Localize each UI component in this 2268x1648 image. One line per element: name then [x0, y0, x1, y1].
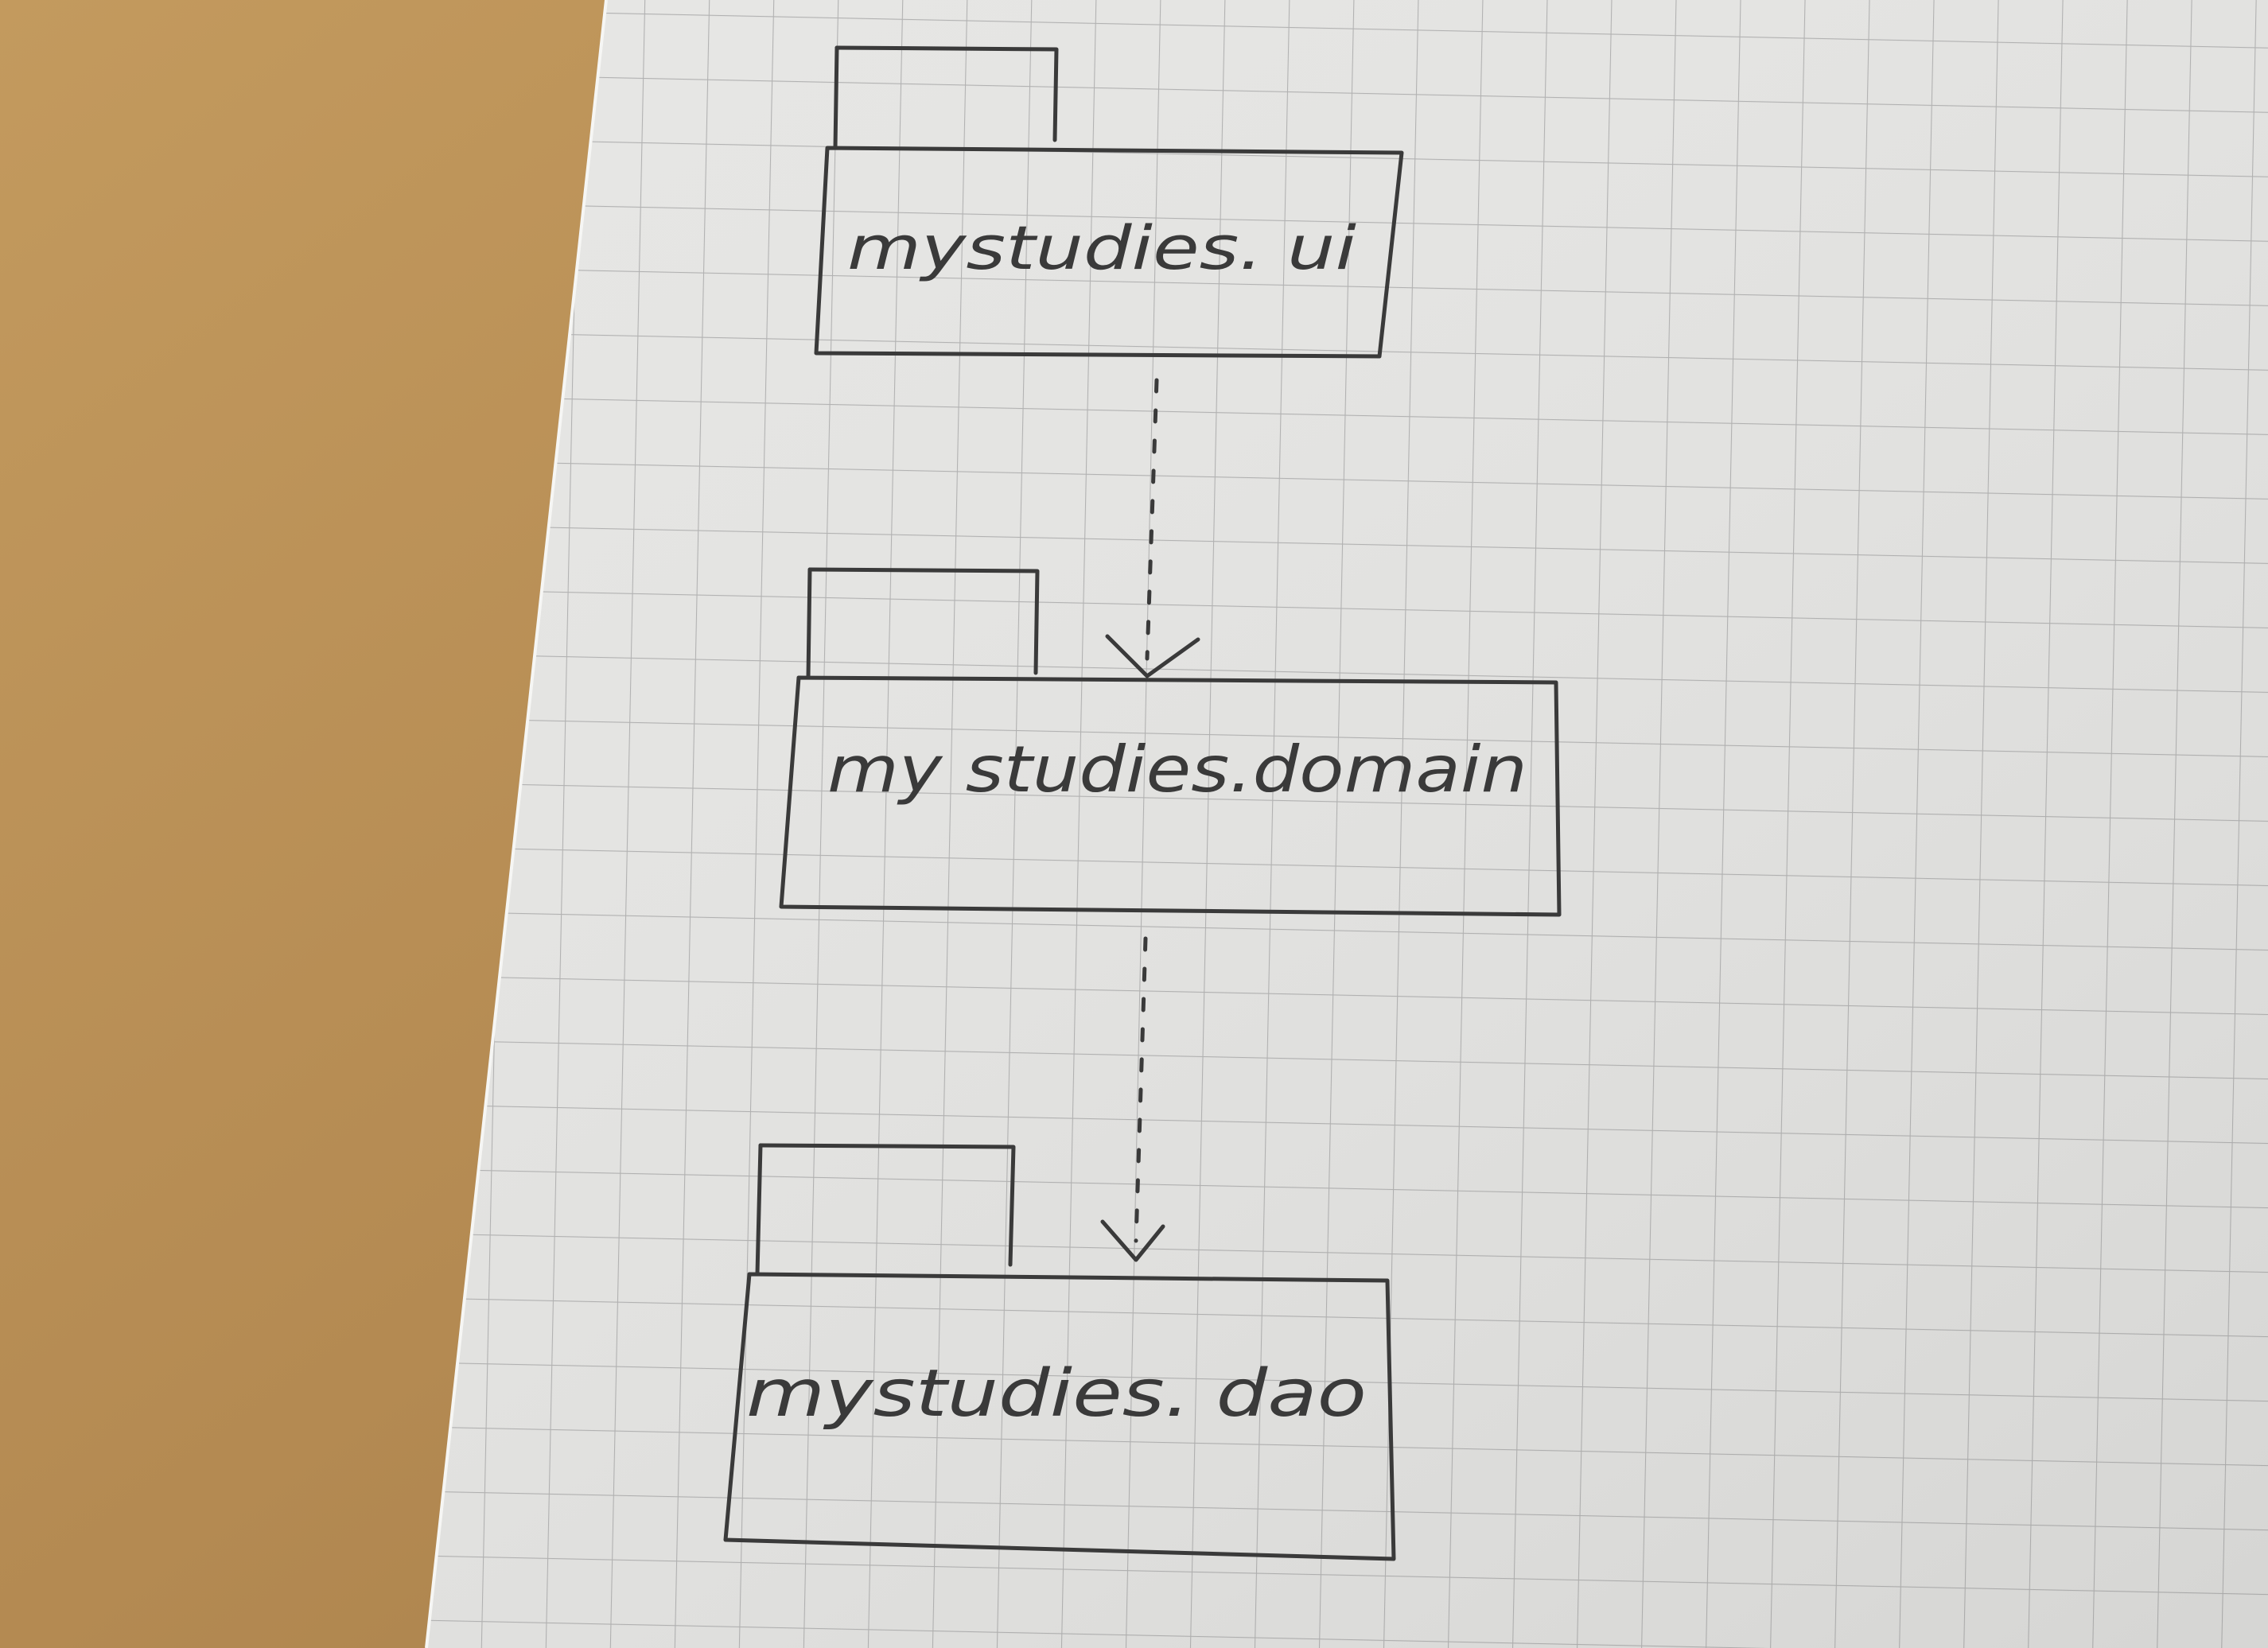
package-tab-side — [806, 567, 812, 680]
arrowhead — [1105, 634, 1200, 678]
package-tab — [758, 1143, 1016, 1267]
dependency-arrow-ui-to-domain — [1105, 378, 1200, 678]
package-mystudies-ui — [814, 45, 1404, 359]
package-label: mystudies. dao — [746, 1356, 1367, 1432]
package-body — [723, 1272, 1396, 1561]
arrowhead — [1100, 1219, 1165, 1262]
package-mystudies-domain — [779, 567, 1562, 917]
package-body — [779, 675, 1562, 917]
package-tab — [807, 567, 1040, 675]
package-tab-side — [755, 1143, 763, 1277]
package-mystudies-dao — [723, 1143, 1396, 1561]
package-label: my studies.domain — [827, 733, 1527, 807]
package-tab-side — [833, 45, 839, 150]
dependency-arrow-domain-to-dao — [1100, 936, 1165, 1262]
package-body — [814, 146, 1404, 359]
paper-edge — [425, 0, 608, 1648]
package-label: mystudies. ui — [847, 212, 1356, 283]
package-tab — [834, 45, 1059, 142]
dashed-line — [1134, 936, 1148, 1243]
